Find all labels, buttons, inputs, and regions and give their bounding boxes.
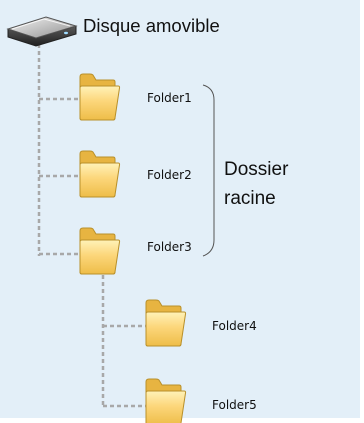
group-label-line1: Dossier [224, 159, 289, 180]
folder1-icon [79, 73, 121, 121]
folder5-label: Folder5 [212, 398, 257, 412]
removable-drive-icon [6, 16, 78, 47]
root-folders-bracket [202, 84, 215, 257]
folder4-label: Folder4 [212, 319, 257, 333]
folder3-icon [79, 227, 121, 275]
folder3-label: Folder3 [147, 240, 192, 254]
group-label-line2: racine [224, 188, 276, 209]
tree-connectors [37, 44, 146, 408]
folder5-icon [145, 378, 187, 423]
folder2-label: Folder2 [147, 168, 192, 182]
drive-label: Disque amovible [83, 15, 220, 36]
folder2-icon [79, 150, 121, 198]
folder1-label: Folder1 [147, 91, 192, 105]
folder4-icon [145, 299, 187, 347]
